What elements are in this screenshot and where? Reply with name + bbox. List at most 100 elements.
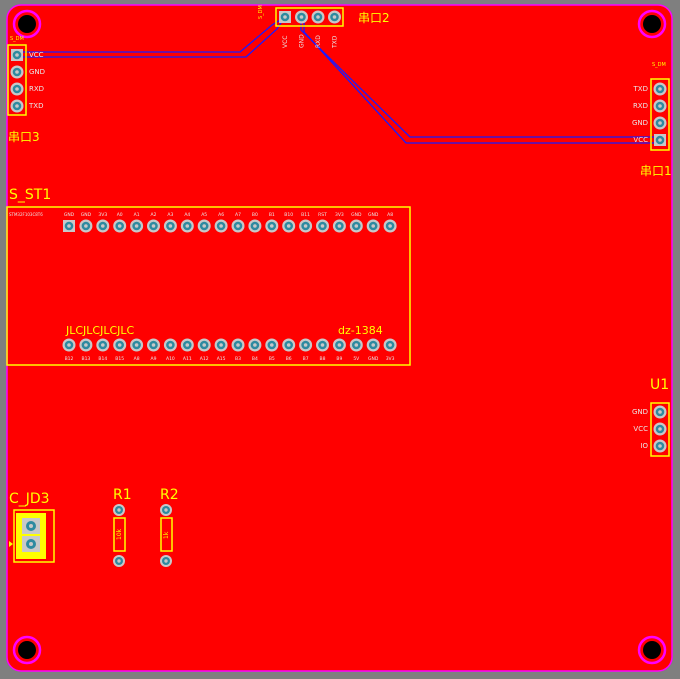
p3-designator: 串口3 — [8, 130, 40, 144]
r1-pad-1 — [113, 504, 125, 516]
st1-top-pin-label: B10 — [284, 212, 293, 218]
st1-top-pad-13 — [265, 219, 279, 233]
st1-bottom-pin-label: B6 — [286, 356, 292, 362]
st1-top-pad-10 — [214, 219, 228, 233]
st1-bottom-pin-label: 5V — [353, 356, 360, 362]
p3-pad-1 — [11, 49, 23, 61]
board-background — [6, 4, 673, 672]
st1-bottom-pin-label: A15 — [217, 356, 226, 362]
r1-body — [113, 517, 126, 552]
u1-pad-2 — [653, 422, 667, 436]
st1-top-pin-label: 3V3 — [98, 212, 107, 218]
r1-designator: R1 — [113, 487, 132, 503]
st1-top-pin-label: A2 — [151, 212, 157, 218]
st1-top-pin-label: GND — [81, 212, 92, 218]
u1-pad-1 — [653, 405, 667, 419]
st1-top-pad-6 — [147, 219, 160, 233]
p3-pad-3 — [10, 82, 24, 96]
p1-pad-2 — [653, 99, 667, 113]
st1-part: dz-1384 — [338, 324, 383, 337]
st1-bottom-pad-12 — [248, 338, 262, 352]
st1-top-pin-label: 3V3 — [335, 212, 344, 218]
st1-top-pad-3 — [96, 219, 110, 233]
st1-bottom-pad-9 — [197, 338, 211, 352]
st1-top-pad-4 — [113, 219, 127, 233]
st1-bottom-pad-14 — [282, 338, 296, 352]
st1-top-pad-8 — [180, 219, 194, 233]
st1-bottom-pin-label: B12 — [65, 356, 74, 362]
st1-bottom-pad-18 — [349, 338, 363, 352]
p2-pin-label: TXD — [332, 35, 339, 49]
connector-jd3: C_JD3 — [9, 491, 55, 563]
st1-top-pad-17 — [332, 219, 346, 233]
st1-top-label: STM32F103C8T6 — [9, 212, 43, 217]
p3-pin-label: TXD — [28, 102, 43, 110]
st1-outline — [6, 206, 411, 366]
mounting-hole-bottom-left — [12, 635, 42, 665]
st1-designator: S_ST1 — [9, 187, 51, 203]
r2-pad-2 — [160, 555, 172, 567]
st1-top-pin-label: B11 — [301, 212, 310, 218]
st1-bottom-pad-19 — [366, 338, 380, 352]
st1-top-pad-16 — [316, 219, 329, 233]
st1-bottom-pin-label: A10 — [166, 356, 175, 362]
st1-top-pin-label: A7 — [235, 212, 241, 218]
st1-top-pin-label: A8 — [387, 212, 393, 218]
st1-top-pin-label: A3 — [167, 212, 173, 218]
p1-pin-label: GND — [632, 119, 648, 127]
st1-bottom-pin-label: B4 — [252, 356, 258, 362]
st1-bottom-pad-15 — [299, 338, 313, 352]
st1-top-pad-2 — [79, 219, 93, 233]
p2-outline — [275, 7, 344, 27]
u1-pin-label: GND — [632, 408, 648, 416]
p1-pin-label: TXD — [633, 85, 648, 93]
st1-top-pin-label: GND — [64, 212, 75, 218]
st1-bottom-pin-label: B9 — [336, 356, 342, 362]
trace-vcc-p3-p2 — [17, 16, 286, 53]
st1-top-pad-5 — [130, 219, 144, 233]
st1-top-pad-19 — [366, 219, 380, 233]
st1-top-pad-1 — [63, 220, 75, 232]
p3-pin-label: VCC — [29, 51, 44, 59]
r1-pad-2 — [113, 555, 125, 567]
p1-pad-1 — [653, 82, 667, 96]
p1-outline — [650, 78, 670, 151]
p1-pad-3 — [653, 116, 667, 130]
resistor-r1: R1 10k — [113, 487, 132, 567]
mounting-hole-top-left — [12, 9, 42, 39]
r2-designator: R2 — [160, 487, 179, 503]
st1-bottom-pad-16 — [316, 338, 329, 352]
p1-pad-4 — [654, 134, 666, 146]
r2-value: 1k — [163, 531, 170, 539]
st1-bottom-pin-label: A12 — [200, 356, 209, 362]
p2-pad-3 — [311, 10, 325, 24]
p3-pad-4 — [10, 99, 24, 113]
st1-top-pad-20 — [383, 219, 397, 233]
st1-bottom-pin-label: GND — [368, 356, 379, 362]
u1-designator: U1 — [650, 377, 669, 393]
u1-pin-label: VCC — [633, 425, 648, 433]
st1-bottom-pad-13 — [265, 338, 279, 352]
st1-bottom-pad-5 — [130, 338, 144, 352]
st1-bottom-pad-8 — [180, 338, 194, 352]
p2-pad-4 — [328, 10, 341, 24]
st1-bottom-pad-10 — [214, 338, 228, 352]
mounting-hole-top-right — [637, 9, 667, 39]
st1-top-pin-label: B1 — [269, 212, 275, 218]
st1-bottom-pin-label: B5 — [269, 356, 275, 362]
st1-logo: JLCJLCJLCJLC — [65, 324, 135, 337]
st1-bottom-pin-label: B14 — [98, 356, 107, 362]
p1-pin-label: VCC — [633, 136, 648, 144]
st1-top-pad-15 — [299, 219, 313, 233]
trace-gnd-p2-p1-b — [303, 17, 660, 144]
r1-value: 10k — [116, 528, 123, 540]
st1-bottom-pin-label: B8 — [320, 356, 326, 362]
st1-top-pin-label: A5 — [201, 212, 207, 218]
jd3-outline — [13, 509, 55, 563]
st1-bottom-pin-label: A8 — [134, 356, 140, 362]
p2-designator: 串口2 — [358, 11, 390, 25]
module-st1: S_ST1 STM32F103C8T6 JLCJLCJLCJLC dz-1384… — [6, 187, 411, 366]
